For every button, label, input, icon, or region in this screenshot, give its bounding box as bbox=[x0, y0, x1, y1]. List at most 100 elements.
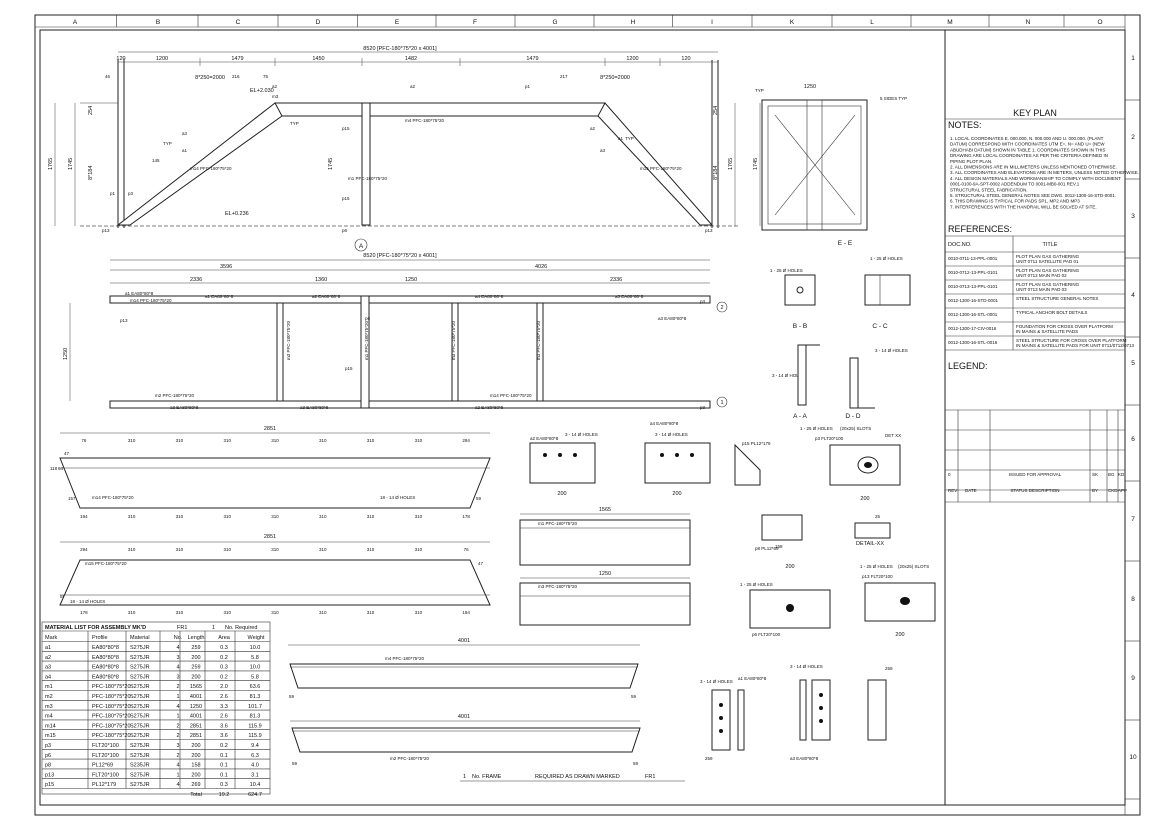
material-list-cell: 4.0 bbox=[251, 763, 259, 769]
column-label: L bbox=[870, 19, 874, 26]
material-list-cell: EA80*80*8 bbox=[92, 645, 119, 651]
material-list-cell: PL12*179 bbox=[92, 782, 116, 788]
frame-qty: 1 bbox=[463, 774, 466, 780]
elevation-dim: 1200 bbox=[156, 56, 168, 62]
key-plan-title: KEY PLAN bbox=[1013, 108, 1057, 118]
m14-side-dim: 118 bbox=[50, 466, 58, 471]
material-list-cell: a3 bbox=[45, 665, 51, 671]
a3-holes: 3 - 14 Ø HOLES bbox=[790, 664, 823, 669]
elevation-dim: 120 bbox=[681, 56, 690, 62]
plan-member-mark: m3 PFC-180*75*20 bbox=[286, 320, 291, 360]
material-list-mark: FR1 bbox=[177, 625, 187, 631]
elevation-bottom: EL+0.236 bbox=[225, 211, 249, 217]
part-dim: 178 bbox=[80, 610, 88, 615]
material-list-cell: 1 bbox=[176, 714, 179, 720]
notes-list: 1. LOCAL COORDINATES E. 000.000, N. 000.… bbox=[950, 136, 1139, 209]
bolt-spacing-right: 8*250=2000 bbox=[600, 75, 630, 81]
p3-label: p3 FLT20*100 bbox=[815, 436, 844, 441]
column-label: C bbox=[236, 19, 241, 26]
material-list-cell: 4 bbox=[176, 782, 179, 788]
note-line: STRUCTURAL STEEL FABRICATION. bbox=[950, 187, 1028, 192]
plan-member-mark: p3 bbox=[700, 405, 706, 410]
p8-label: p8 PL12*69 bbox=[755, 546, 779, 551]
material-list-cell: 3.3 bbox=[220, 704, 228, 710]
plan-member-mark: a2 EA80*80*8 bbox=[312, 294, 341, 299]
p3-slots: (20x25) SLOTS bbox=[840, 426, 871, 431]
material-list-cell: m2 bbox=[45, 694, 53, 700]
material-list-cell: PFC-180*75*20 bbox=[92, 714, 131, 720]
material-list-cell: S275JR bbox=[130, 645, 150, 651]
material-list-cell: S275JR bbox=[130, 684, 150, 690]
note-line: DATUM) CORRESPOND WITH COORDINATES UTM E… bbox=[950, 142, 1105, 147]
p13-holes: 1 - 25 Ø HOLES bbox=[860, 564, 893, 569]
row-label: 3 bbox=[1131, 213, 1135, 220]
member-mark: p6 bbox=[342, 228, 348, 233]
section-cc-title: C - C bbox=[872, 323, 887, 330]
m1-label: m1 PFC-180*75*20 bbox=[538, 521, 578, 526]
material-list-table: MATERIAL LIST FOR ASSEMBLY MK'D FR1 1 No… bbox=[41, 621, 271, 798]
material-total-weight: 624.7 bbox=[248, 792, 262, 798]
member-mark: m3 bbox=[272, 94, 279, 99]
references-heading: REFERENCES: bbox=[948, 224, 1012, 234]
member-mark: m14 PFC-180*75*20 bbox=[190, 166, 232, 171]
elevation-dim: 1479 bbox=[231, 56, 243, 62]
member-mark: m15 PFC-180*75*20 bbox=[640, 166, 682, 171]
m14-side-dim: 59 bbox=[476, 496, 482, 501]
material-list-cell: 200 bbox=[191, 655, 200, 661]
part-m3: 1250 m3 PFC-180*75*20 bbox=[519, 571, 691, 626]
plan-member-mark: a2 EA80*80*8 bbox=[475, 405, 504, 410]
m14-side-dim: 157 bbox=[68, 496, 76, 501]
material-list-cell: 2.6 bbox=[220, 714, 228, 720]
drawing-frame bbox=[39, 29, 1126, 806]
material-list-cell: 259 bbox=[191, 645, 200, 651]
part-dim: 310 bbox=[415, 438, 423, 443]
note-line: 5. STRUCTURAL STEEL GENERAL NOTES SEE DW… bbox=[950, 193, 1116, 198]
material-list-header: Material bbox=[130, 635, 150, 641]
a3-label: a3 EA80*80*8 bbox=[790, 756, 819, 761]
plan-dim: 3596 bbox=[220, 264, 232, 270]
m2-end: 59 bbox=[633, 761, 639, 766]
ref-doc-no: 0012-1300-17-CIV-0016 bbox=[948, 326, 997, 331]
grid-bubble: 2 bbox=[720, 305, 723, 311]
height-dim: 1765 bbox=[48, 158, 54, 170]
m14-holes: 18 - 14 Ø HOLES bbox=[380, 495, 415, 500]
material-list-cell: p8 bbox=[45, 763, 51, 769]
frame-plan-view: 8520 [PFC-180*75*20 x 4001] 3596 1360 12… bbox=[63, 253, 728, 410]
material-list-cell: 2 bbox=[176, 723, 179, 729]
material-list-cell: 1565 bbox=[190, 684, 202, 690]
section-ee-plan: 1250 E - E 5 SIDES TYP TYP bbox=[755, 84, 907, 247]
material-list-cell: 10.0 bbox=[250, 645, 261, 651]
section-dd-title: D - D bbox=[845, 413, 860, 420]
m15-length: 2851 bbox=[264, 534, 276, 540]
ref-doc-no: 0012-1300-16-STL-0016 bbox=[948, 340, 998, 345]
part-dim: 310 bbox=[319, 547, 327, 552]
plan-member-mark: m3 PFC-180*75*20 bbox=[536, 320, 541, 360]
member-mark: m1 PFC-180*75*20 bbox=[348, 176, 388, 181]
member-mark: p15 bbox=[342, 196, 350, 201]
revision-header: BY bbox=[1092, 488, 1098, 493]
material-list-cell: a4 bbox=[45, 674, 51, 680]
material-list-cell: S275JR bbox=[130, 743, 150, 749]
plan-member-mark: a3 EA80*80*8 bbox=[658, 316, 687, 321]
p3-width: 200 bbox=[860, 496, 869, 502]
member-mark: 217 bbox=[560, 74, 568, 79]
row-label: 5 bbox=[1131, 360, 1135, 367]
material-list-cell: 1250 bbox=[190, 704, 202, 710]
material-list-qty-label: No. Required bbox=[225, 625, 257, 631]
material-list-header: Length bbox=[188, 635, 205, 641]
column-label: H bbox=[631, 19, 636, 26]
m3-label: m3 PFC-180*75*20 bbox=[538, 584, 578, 589]
m2-length: 4001 bbox=[458, 714, 470, 720]
row-label: 7 bbox=[1131, 516, 1135, 523]
note-line: 2. ALL DIMENSIONS ARE IN MILLIMETERS UNL… bbox=[950, 165, 1117, 170]
height-dim: 8*184 bbox=[713, 166, 719, 180]
plan-member-mark: p6 bbox=[365, 316, 371, 321]
part-dim: 310 bbox=[415, 610, 423, 615]
member-mark: a1 bbox=[618, 136, 624, 141]
m15-label: m15 PFC-180*75*20 bbox=[85, 561, 127, 566]
part-dim: 310 bbox=[176, 514, 184, 519]
member-mark: p15 bbox=[342, 126, 350, 131]
m2-end: 59 bbox=[292, 761, 298, 766]
